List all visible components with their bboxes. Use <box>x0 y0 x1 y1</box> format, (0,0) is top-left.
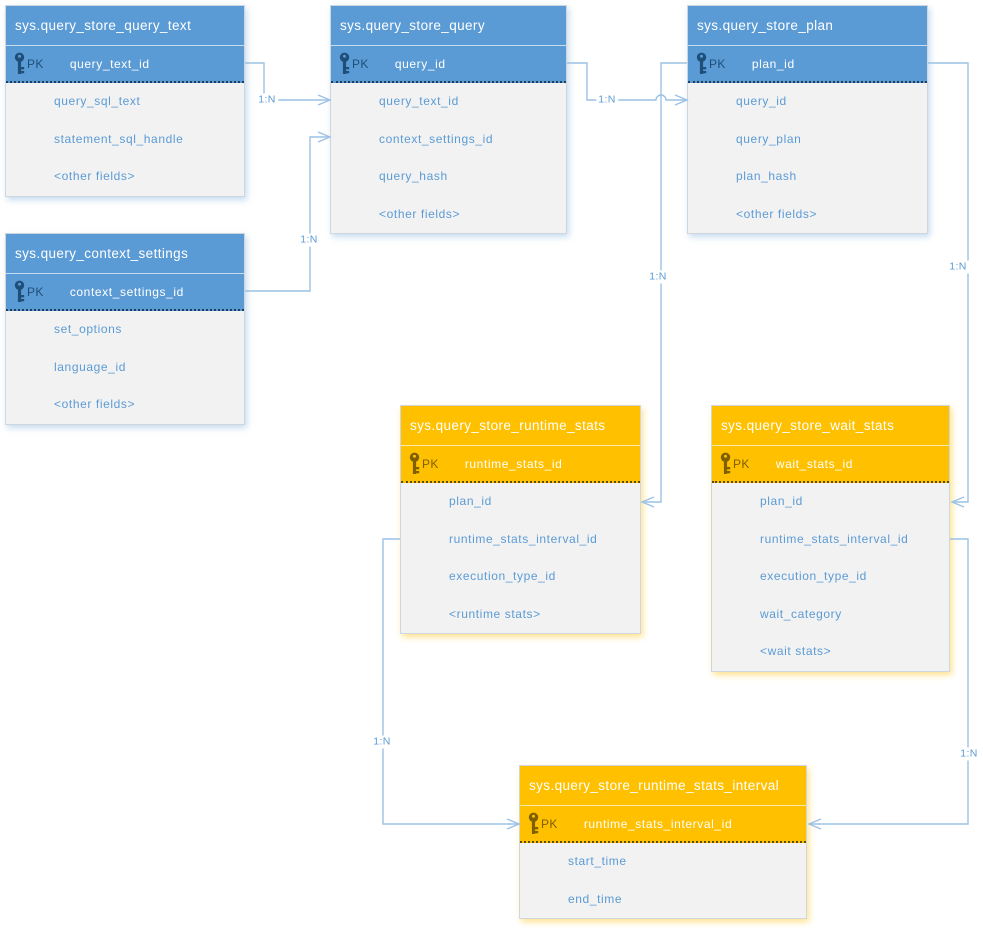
pk-row: PK wait_stats_id <box>712 445 949 483</box>
field-row: execution_type_id <box>449 569 556 583</box>
field-row: set_options <box>54 322 122 336</box>
pk-field-name: runtime_stats_interval_id <box>583 816 733 831</box>
pk-badge: PK <box>27 284 44 299</box>
pk-badge: PK <box>422 456 439 471</box>
table-body: start_time end_time <box>520 843 806 918</box>
pk-field-name: query_text_id <box>69 56 150 71</box>
table-body: query_sql_text statement_sql_handle <other… <box>6 83 244 196</box>
pk-badge: PK <box>709 56 726 71</box>
pk-field-name: plan_id <box>751 56 795 71</box>
primary-key-icon <box>695 52 708 76</box>
field-row: <other fields> <box>736 206 818 221</box>
field-row: query_hash <box>379 169 448 183</box>
field-row: query_id <box>736 94 787 108</box>
pk-badge: PK <box>352 56 369 71</box>
pk-row: PK query_text_id <box>6 45 244 83</box>
pk-field-name: query_id <box>394 56 446 71</box>
pk-badge: PK <box>733 456 750 471</box>
field-row: query_text_id <box>379 94 459 108</box>
pk-row: PK runtime_stats_id <box>401 445 640 483</box>
pk-row: PK context_settings_id <box>6 273 244 311</box>
field-row: <wait stats> <box>760 644 832 658</box>
field-row: wait_category <box>760 606 842 621</box>
pk-badge: PK <box>541 816 558 831</box>
primary-key-icon <box>13 52 26 76</box>
field-row: start_time <box>568 854 627 868</box>
primary-key-icon <box>527 812 540 836</box>
field-row: <runtime stats> <box>449 606 541 621</box>
primary-key-icon <box>719 452 732 476</box>
table-title: sys.query_store_query_text <box>6 6 244 45</box>
table-body: plan_id runtime_stats_interval_id executio… <box>712 483 949 671</box>
field-row: end_time <box>568 891 623 906</box>
field-row: statement_sql_handle <box>54 131 184 146</box>
pk-field-name: wait_stats_id <box>775 456 853 471</box>
table-body: set_options language_id <other fields> <box>6 311 244 424</box>
table-title: sys.query_store_plan <box>688 6 927 45</box>
pk-row: PK query_id <box>331 45 566 83</box>
field-row: runtime_stats_interval_id <box>760 531 909 546</box>
field-row: language_id <box>54 359 126 374</box>
table-title: sys.query_store_runtime_stats <box>401 406 640 445</box>
field-row: plan_hash <box>736 169 797 183</box>
primary-key-icon <box>408 452 421 476</box>
pk-badge: PK <box>27 56 44 71</box>
pk-row: PK runtime_stats_interval_id <box>520 805 806 843</box>
pk-field-name: context_settings_id <box>69 284 184 299</box>
field-row: execution_type_id <box>760 569 867 583</box>
field-row: query_sql_text <box>54 94 141 108</box>
field-row: plan_id <box>449 494 492 508</box>
field-row: <other fields> <box>54 397 136 411</box>
table-title: sys.query_context_settings <box>6 234 244 273</box>
field-row: context_settings_id <box>379 131 494 146</box>
field-row: runtime_stats_interval_id <box>449 531 598 546</box>
table-body: query_id query_plan plan_hash <other fields… <box>688 83 927 233</box>
pk-field-name: runtime_stats_id <box>464 456 563 471</box>
table-title: sys.query_store_query <box>331 6 566 45</box>
primary-key-icon <box>13 280 26 304</box>
primary-key-icon <box>338 52 351 76</box>
table-title: sys.query_store_wait_stats <box>712 406 949 445</box>
pk-row: PK plan_id <box>688 45 927 83</box>
table-title: sys.query_store_runtime_stats_interval <box>520 766 806 805</box>
field-row: <other fields> <box>379 206 461 221</box>
table-body: query_text_id context_settings_id query_ha… <box>331 83 566 233</box>
field-row: query_plan <box>736 131 802 146</box>
table-body: plan_id runtime_stats_interval_id executio… <box>401 483 640 633</box>
field-row: <other fields> <box>54 169 136 183</box>
field-row: plan_id <box>760 494 803 508</box>
